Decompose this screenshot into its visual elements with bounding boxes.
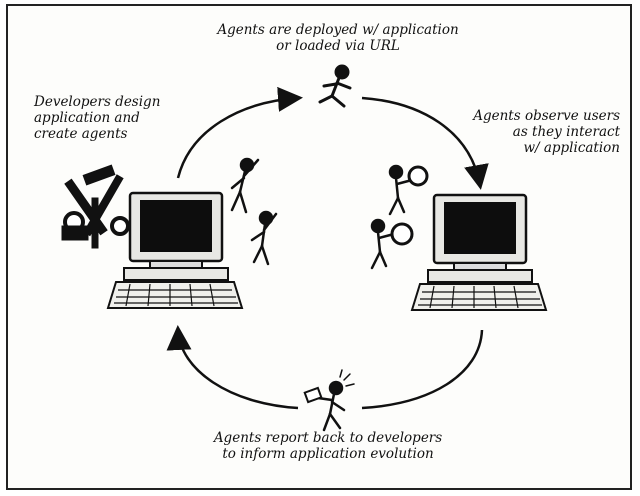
label-deploy: Agents are deployed w/ application or lo… <box>188 22 488 54</box>
running-agent-icon <box>318 64 352 108</box>
label-report: Agents report back to developers to info… <box>178 430 478 462</box>
label-line: Agents observe users <box>473 108 620 124</box>
magnifier-agent-icon <box>370 218 414 270</box>
agent-figure-icon <box>230 157 260 214</box>
label-line: w/ application <box>523 140 620 156</box>
magnifier-agent-icon <box>388 164 429 216</box>
label-line: or loaded via URL <box>276 38 400 54</box>
label-line: Agents report back to developers <box>213 430 443 446</box>
label-line: create agents <box>34 126 128 142</box>
label-line: as they interact <box>512 124 620 140</box>
label-develop: Developers design application and create… <box>34 94 160 142</box>
label-observe: Agents observe users as they interact w/… <box>430 108 620 156</box>
user-computer-icon <box>410 193 548 311</box>
diagram-frame <box>6 4 632 490</box>
label-line: to inform application evolution <box>222 446 434 462</box>
arrow-deploy-to-observe <box>361 96 489 190</box>
tools-icon <box>61 164 130 249</box>
label-line: application and <box>34 110 140 126</box>
arrow-report-to-dev <box>166 325 299 410</box>
label-line: Developers design <box>34 94 161 110</box>
label-line: Agents are deployed w/ application <box>217 22 459 38</box>
agent-figure-icon <box>250 210 278 266</box>
line-user-to-report <box>361 329 484 410</box>
reporting-agent-icon <box>303 369 355 432</box>
arrow-dev-to-deploy <box>176 86 303 179</box>
developer-computer-icon <box>106 191 244 309</box>
